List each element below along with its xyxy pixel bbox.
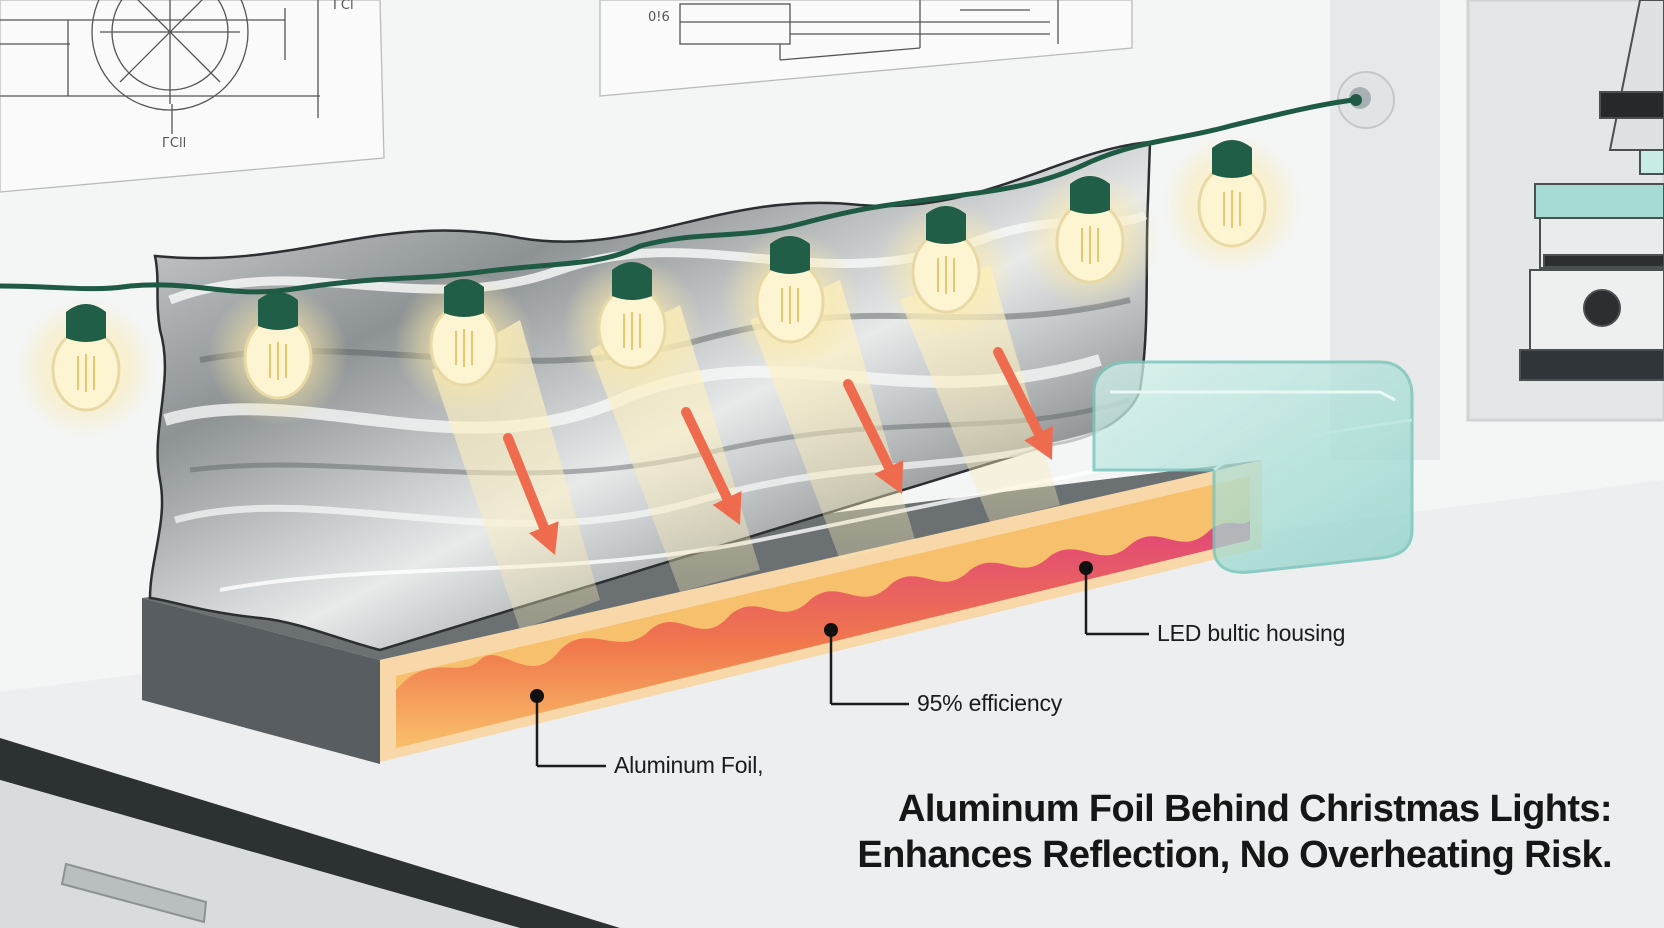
reflection-arrows [503,347,1053,555]
light-bulb [208,286,348,426]
callout-dot-efficiency [824,623,838,637]
callout-dot-led [1079,561,1093,575]
light-bulb [394,273,534,413]
headline: Aluminum Foil Behind Christmas Lights: E… [857,786,1612,878]
cabinet-top-band [0,738,620,928]
reflection-arrow [843,379,904,494]
string-light-wire [0,97,1355,295]
drawing-label-1: ГСl [333,0,354,13]
callout-aluminum-foil: Aluminum Foil, [614,752,764,778]
light-bulb [1020,170,1160,310]
heat-layer [396,476,1250,748]
headline-line-1: Aluminum Foil Behind Christmas Lights: [898,788,1613,830]
light-bulb [720,230,860,370]
callout-dot-foil [530,689,544,703]
headline-line-2: Enhances Reflection, No Overheating Risk… [857,834,1612,876]
wall-drawing-middle [599,0,1133,97]
light-bulb [16,298,156,438]
reflection-arrow [503,433,559,555]
wall-socket [1337,71,1395,129]
led-housing [1092,360,1414,574]
reflection-arrow [993,347,1053,460]
wall-drawing-left [0,0,385,193]
light-bulbs [16,134,1302,438]
callout-led-housing: LED bultic housing [1157,620,1346,646]
reflection-arrow [681,407,742,525]
light-bulb [876,200,1016,340]
light-bulb [1162,134,1302,274]
callout-lines [535,568,1149,768]
microscope [1519,0,1664,381]
drawing-label-3: 0!6 [648,10,670,25]
cabinet-handle [60,862,208,924]
drawing-label-2: ГСll [162,136,187,151]
callout-dots [530,561,1093,703]
callout-efficiency: 95% efficiency [917,690,1063,716]
light-bulb [562,256,702,396]
slab-front [142,598,380,764]
